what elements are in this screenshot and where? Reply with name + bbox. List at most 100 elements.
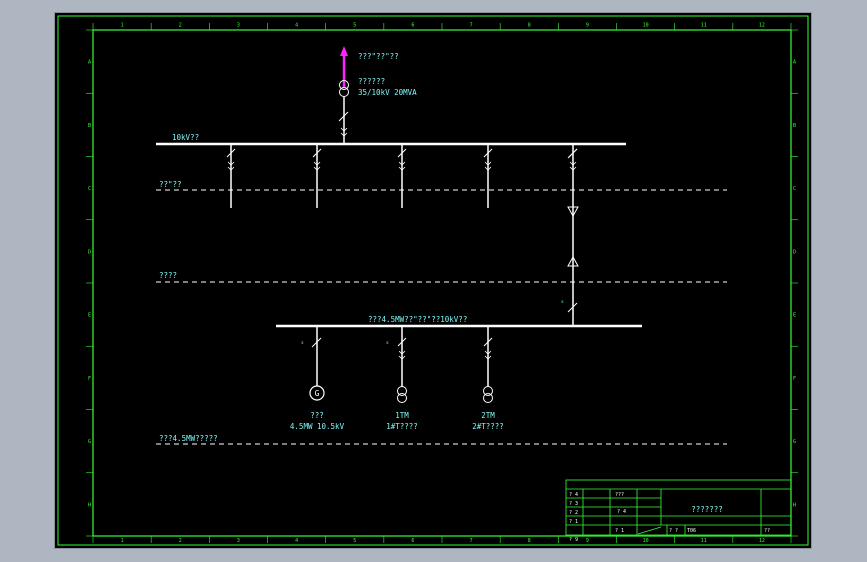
motor2-name: 2TM (481, 411, 495, 420)
upper-feeders (226, 144, 578, 208)
generator-symbol (309, 385, 325, 401)
inner-border (92, 29, 792, 537)
grid-letter: G (88, 439, 91, 445)
grid-letter: E (88, 313, 91, 319)
title-block (565, 479, 792, 536)
gen-rating: 4.5MW 10.5kV (290, 422, 345, 431)
transformer-disconnect (340, 127, 348, 137)
tb-row-4: ? 1 (569, 519, 578, 525)
grid-number: 5 (353, 23, 356, 29)
breaker-symbol (397, 337, 407, 347)
grid-number: 2 (179, 23, 182, 29)
gen-name: ??? (310, 411, 324, 420)
grid-number: 10 (643, 23, 649, 29)
motor-transformer-bottom (483, 393, 493, 403)
grid-source-label: ???"??"?? (358, 52, 399, 61)
grid-number: 4 (295, 23, 298, 29)
grid-number: 10 (643, 538, 649, 544)
zone3-label: ???4.5MW????? (159, 434, 218, 443)
cable-head-top (567, 206, 579, 218)
grid-number: 8 (528, 23, 531, 29)
grid-letter: C (793, 186, 796, 192)
motor-branches: s (386, 326, 493, 403)
grid-number: 3 (237, 538, 240, 544)
grid-letter: F (88, 376, 91, 382)
tb-cell-d: ? ? (669, 528, 678, 534)
disconnect-symbol (313, 161, 321, 171)
breaker-symbol (397, 148, 407, 158)
breaker-symbol (483, 148, 493, 158)
grid-number: 2 (179, 538, 182, 544)
tb-cell-a: ??? (615, 492, 624, 498)
transformer-winding-top (339, 80, 349, 90)
breaker-symbol (483, 337, 493, 347)
grid-number: 9 (586, 23, 589, 29)
grid-letter: F (793, 376, 796, 382)
grid-number: 8 (528, 538, 531, 544)
gen-mark: s (301, 341, 304, 346)
tb-cell-g: ? 9 (569, 537, 578, 543)
transformer-winding-bottom (339, 87, 349, 97)
grid-letter: A (793, 60, 796, 66)
tie-breaker-bottom (567, 302, 578, 313)
grid-number: 3 (237, 23, 240, 29)
grid-number: 6 (411, 538, 414, 544)
grid-letter: D (793, 249, 796, 255)
grid-number: 1 (121, 538, 124, 544)
generator-g: G (315, 389, 320, 398)
tb-row-3: ? 2 (569, 510, 578, 516)
grid-letter: D (88, 249, 91, 255)
zone2-label: ???? (159, 271, 177, 280)
grid-number: 1 (121, 23, 124, 29)
grid-number: 11 (701, 538, 707, 544)
tie-breaker-top (567, 148, 578, 159)
zone1-label: ??"?? (159, 180, 182, 189)
breaker-symbol (312, 148, 322, 158)
grid-letter: G (793, 439, 796, 445)
grid-letter: B (793, 123, 796, 129)
tb-cell-b: ? 4 (617, 509, 626, 515)
motor-transformer-bottom (397, 393, 407, 403)
bus-10kv-label: 10kV?? (172, 133, 199, 142)
tie-mark: s (561, 300, 564, 305)
disconnect-symbol (227, 161, 235, 171)
tb-row-1: ? 4 (569, 492, 578, 498)
motor-transformer-top (397, 386, 407, 396)
tb-cell-e: T06 (687, 528, 696, 534)
gen-breaker (311, 337, 322, 348)
bus-lower-label: ???4.5MW??"??"??10kV?? (368, 315, 467, 324)
disconnect-symbol (484, 350, 492, 360)
grid-number: 12 (759, 23, 765, 29)
motor2-note: 2#T???? (472, 422, 504, 431)
source-arrow (340, 46, 348, 56)
breaker-symbol (226, 148, 236, 158)
transformer-rating: 35/10kV 20MVA (358, 88, 417, 97)
grid-letter: C (88, 186, 91, 192)
motor-transformer-top (483, 386, 493, 396)
grid-number: 5 (353, 538, 356, 544)
tb-slash (637, 526, 662, 535)
grid-number: 7 (470, 23, 473, 29)
motor1-note: 1#T???? (386, 422, 418, 431)
transformer-name: ?????? (358, 77, 385, 86)
transformer-breaker (338, 111, 349, 122)
grid-letter: B (88, 123, 91, 129)
grid-letter: H (793, 502, 796, 508)
grid-letter: A (88, 60, 91, 66)
grid-letter: H (88, 502, 91, 508)
grid-number: 4 (295, 538, 298, 544)
grid-number: 11 (701, 23, 707, 29)
motor1-mark: s (386, 341, 389, 346)
outer-border (57, 15, 809, 546)
disconnect-symbol (398, 350, 406, 360)
grid-number: 6 (411, 23, 414, 29)
grid-number: 12 (759, 538, 765, 544)
tb-title: ??????? (691, 505, 723, 514)
tb-cell-c: ? 1 (615, 528, 624, 534)
motor1-name: 1TM (395, 411, 409, 420)
disconnect-symbol (484, 161, 492, 171)
tb-cell-f: ?? (764, 528, 770, 534)
